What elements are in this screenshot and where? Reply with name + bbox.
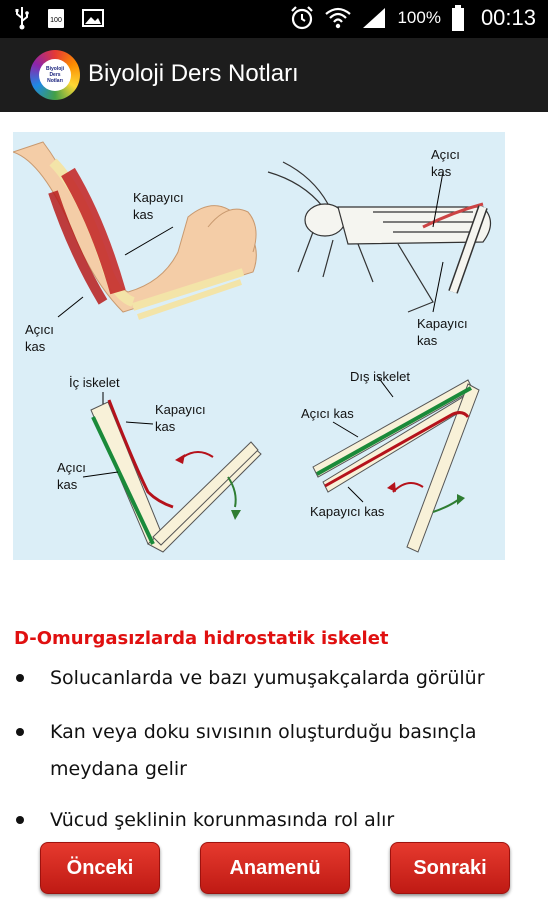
arm-kapayici-label-2: kas	[133, 207, 154, 222]
exoskeleton-title: Dış iskelet	[350, 369, 410, 384]
svg-text:100: 100	[50, 17, 62, 24]
bullet-text: Solucanlarda ve bazı yumuşakçalarda görü…	[50, 667, 485, 689]
battery-icon	[451, 5, 464, 31]
bullet-dot	[16, 674, 24, 682]
grasshopper-kapayici-label-2: kas	[417, 333, 438, 348]
logo-text-1: Biyoloji	[45, 66, 65, 72]
battery-percent: 100%	[397, 8, 441, 27]
bullet-dot	[16, 816, 24, 824]
status-bar: 100 100% 00:13	[0, 0, 548, 38]
status-right-icons: 100% 00:13	[289, 4, 536, 32]
status-left-icons: 100	[14, 6, 104, 30]
app-title: Biyoloji Ders Notları	[88, 60, 299, 87]
grasshopper-acici-label-2: kas	[431, 164, 452, 179]
arm-acici-label-2: kas	[25, 339, 46, 354]
endoskeleton-title: İç iskelet	[69, 375, 120, 390]
wifi-icon	[325, 7, 352, 29]
next-button[interactable]: Sonraki	[390, 842, 510, 894]
image-icon	[82, 9, 104, 27]
alarm-icon	[291, 6, 314, 30]
signal-icon	[363, 8, 386, 28]
arm-kapayici-label-1: Kapayıcı	[133, 190, 184, 205]
arm-illustration	[13, 141, 257, 320]
bullet-text: Vücud şeklinin korunmasında rol alır	[50, 809, 395, 831]
previous-button[interactable]: Önceki	[40, 842, 160, 894]
main-menu-button[interactable]: Anamenü	[200, 842, 350, 894]
section-heading: D-Omurgasızlarda hidrostatik iskelet	[14, 628, 389, 649]
grasshopper-illustration	[267, 161, 492, 313]
bullet-text: meydana gelir	[50, 758, 187, 780]
battery-small-icon: 100	[48, 9, 64, 28]
endoskeleton-acici-label-2: kas	[57, 477, 78, 492]
exoskeleton-kapayici-label: Kapayıcı kas	[310, 504, 385, 519]
usb-icon	[15, 7, 29, 30]
arm-acici-label-1: Açıcı	[25, 322, 54, 337]
grasshopper-acici-label-1: Açıcı	[431, 147, 460, 162]
grasshopper-kapayici-label-1: Kapayıcı	[417, 316, 468, 331]
endoskeleton-acici-label-1: Açıcı	[57, 460, 86, 475]
exoskeleton-acici-label: Açıcı kas	[301, 406, 354, 421]
muscle-skeleton-figure: Kapayıcı kas Açıcı kas Açıcı kas Kapayıc…	[13, 132, 505, 560]
bullet-text: Kan veya doku sıvısının oluşturduğu bası…	[50, 721, 477, 743]
clock: 00:13	[480, 5, 536, 30]
endoskeleton-kapayici-label-2: kas	[155, 419, 176, 434]
app-logo[interactable]: Biyoloji Ders Notları	[30, 50, 80, 100]
logo-text-2: Ders	[49, 72, 61, 78]
exoskeleton-diagram	[312, 376, 480, 553]
bullet-dot	[16, 728, 24, 736]
logo-text-3: Notları	[47, 78, 63, 84]
endoskeleton-kapayici-label-1: Kapayıcı	[155, 402, 206, 417]
endoskeleton-diagram	[82, 392, 262, 553]
app-bar: Biyoloji Ders Notları Biyoloji Ders Notl…	[0, 38, 548, 112]
